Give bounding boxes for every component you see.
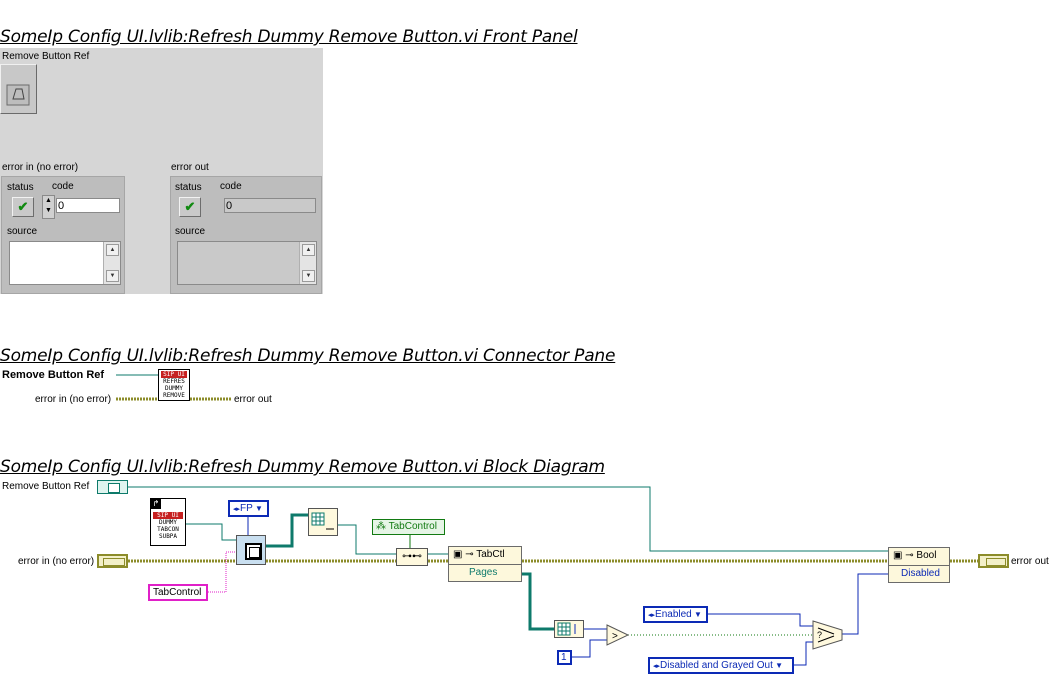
ring-arrows-icon: ◂▸ [233, 506, 241, 513]
array-icon [311, 512, 334, 530]
diagram-error-out-label: error out [1011, 556, 1049, 567]
scroll-down-icon[interactable]: ▼ [302, 270, 315, 282]
error-in-code-increment[interactable]: ▲▼ [42, 195, 55, 219]
subvi-icon-line: TABCON [157, 526, 179, 533]
enabled-ring-constant[interactable]: ◂▸Enabled ▼ [643, 606, 708, 623]
select-node[interactable]: ? [812, 620, 844, 650]
error-in-source-label: source [7, 226, 38, 237]
error-out-status-label: status [175, 182, 202, 193]
subvi-icon-line: DUMMY [158, 519, 178, 526]
error-out-code-label: code [220, 181, 242, 192]
cluster-icon [103, 558, 125, 566]
error-out-source-field: ▲ ▼ [177, 241, 317, 285]
error-out-status-indicator: ✔ [179, 197, 201, 217]
connector-ref-label: Remove Button Ref [2, 369, 105, 381]
error-in-source-field[interactable]: ▲ ▼ [9, 241, 121, 285]
ring-arrows-icon: ◂▸ [648, 612, 656, 619]
error-out-cluster: status code ✔ 0 source ▲ ▼ [170, 176, 322, 294]
error-in-terminal[interactable] [97, 554, 128, 568]
error-out-terminal[interactable] [978, 554, 1009, 568]
tabcontrol-ref-text: TabControl [388, 521, 437, 532]
remove-button-ref-control[interactable] [0, 64, 37, 114]
greater-than-node[interactable]: > [606, 624, 630, 646]
connector-error-in-label: error in (no error) [35, 394, 112, 405]
error-in-label: error in (no error) [2, 162, 79, 173]
refnum-icon [6, 84, 30, 106]
front-panel-title: SomeIp Config UI.lvlib:Refresh Dummy Rem… [0, 27, 578, 47]
block-diagram-title: SomeIp Config UI.lvlib:Refresh Dummy Rem… [0, 457, 605, 477]
cluster-icon [986, 558, 1006, 566]
doc-icon: ▣ [453, 549, 463, 560]
chevron-down-icon: ▼ [691, 610, 702, 619]
error-out-source-label: source [175, 226, 206, 237]
subvi-icon-text: SIP UI DUMMY TABCON SUBPA [153, 512, 183, 540]
error-in-status-label: status [7, 182, 34, 193]
disabled-property[interactable]: Disabled [901, 568, 940, 579]
error-in-cluster: status code ✔ ▲▼ 0 source ▲ ▼ [1, 176, 125, 294]
refnum-icon [108, 483, 120, 493]
connector-vi-icon: SIP UI REFRES DUMMY REMOVE [158, 369, 190, 401]
static-vi-reference[interactable]: ↱ SIP UI DUMMY TABCON SUBPA [150, 498, 186, 546]
tabctl-node-header: ▣ ⊸ TabCtl [449, 547, 521, 565]
find-control-node[interactable]: ⊶⊷ [396, 548, 428, 566]
connector-wires [116, 374, 232, 401]
remove-button-ref-terminal[interactable] [97, 480, 128, 494]
subvi-icon-line: SUBPA [158, 533, 178, 540]
vi-icon-line: REFRES [163, 378, 185, 385]
tabcontrol-string-constant[interactable]: TabControl [148, 584, 208, 601]
ref-icon: ⊸ [465, 549, 474, 560]
enabled-ring-text: Enabled [655, 609, 692, 620]
front-panel-icon [245, 543, 262, 560]
tabcontrol-ref-constant[interactable]: ⁂ TabControl [372, 519, 445, 535]
diagram-wires [128, 486, 978, 666]
pages-property[interactable]: Pages [469, 567, 498, 578]
scroll-up-icon[interactable]: ▲ [106, 244, 119, 256]
ref-icon: ⊸ [905, 550, 914, 561]
error-in-code-label: code [52, 181, 74, 192]
scroll-down-icon[interactable]: ▼ [106, 270, 119, 282]
front-panel: Remove Button Ref error in (no error) st… [0, 48, 323, 294]
vi-property-node[interactable] [236, 535, 266, 565]
error-out-source-scrollbar[interactable]: ▲ ▼ [299, 242, 316, 284]
error-out-code-field: 0 [224, 198, 316, 213]
error-in-code-field[interactable]: 0 [56, 198, 120, 213]
remove-button-ref-label: Remove Button Ref [2, 51, 90, 62]
error-in-status-checkbox[interactable]: ✔ [12, 197, 34, 217]
connector-pane-title: SomeIp Config UI.lvlib:Refresh Dummy Rem… [0, 346, 616, 366]
bool-node-header: ▣ ⊸ Bool [889, 548, 949, 566]
tabctl-property-node[interactable]: ▣ ⊸ TabCtl Pages [448, 546, 522, 582]
checkmark-icon: ✔ [17, 199, 29, 214]
connector-error-out-label: error out [234, 394, 272, 405]
constant-one[interactable]: 1 [557, 650, 572, 665]
chevron-down-icon: ▼ [772, 661, 784, 670]
bool-property-node[interactable]: ▣ ⊸ Bool Disabled [888, 547, 950, 583]
ring-arrows-icon: ◂▸ [653, 663, 661, 670]
diagram-error-in-label: error in (no error) [18, 556, 95, 567]
error-in-source-scrollbar[interactable]: ▲ ▼ [103, 242, 120, 284]
disabled-ring-constant[interactable]: ◂▸Disabled and Grayed Out ▼ [648, 657, 794, 674]
fp-ring-text: FP [240, 503, 253, 514]
vi-icon-line: REMOVE [163, 392, 185, 399]
bool-node-label: Bool [916, 550, 937, 561]
scroll-up-icon[interactable]: ▲ [302, 244, 315, 256]
checkmark-icon: ✔ [184, 199, 196, 214]
array-size-node[interactable] [554, 620, 584, 638]
chevron-down-icon: ▼ [252, 504, 263, 513]
array-size-icon [557, 622, 576, 636]
greater-than-icon: > [612, 631, 618, 642]
hierarchy-icon: ⁂ [376, 521, 386, 532]
connect-icon: ⊶⊷ [402, 551, 422, 562]
disabled-ring-text: Disabled and Grayed Out [660, 660, 773, 671]
error-out-label: error out [171, 162, 209, 173]
vi-icon-line: DUMMY [164, 385, 184, 392]
select-icon: ? [817, 630, 822, 640]
tabctl-node-label: TabCtl [476, 549, 505, 560]
control-refs-array-node[interactable] [308, 508, 338, 536]
arrow-icon: ↱ [151, 499, 161, 509]
fp-ring-constant[interactable]: ◂▸FP ▼ [228, 500, 269, 517]
doc-icon: ▣ [893, 550, 903, 561]
vi-icon-banner: SIP UI [161, 371, 187, 378]
diagram-ref-label: Remove Button Ref [2, 481, 90, 492]
subvi-icon-banner: SIP UI [153, 512, 183, 519]
